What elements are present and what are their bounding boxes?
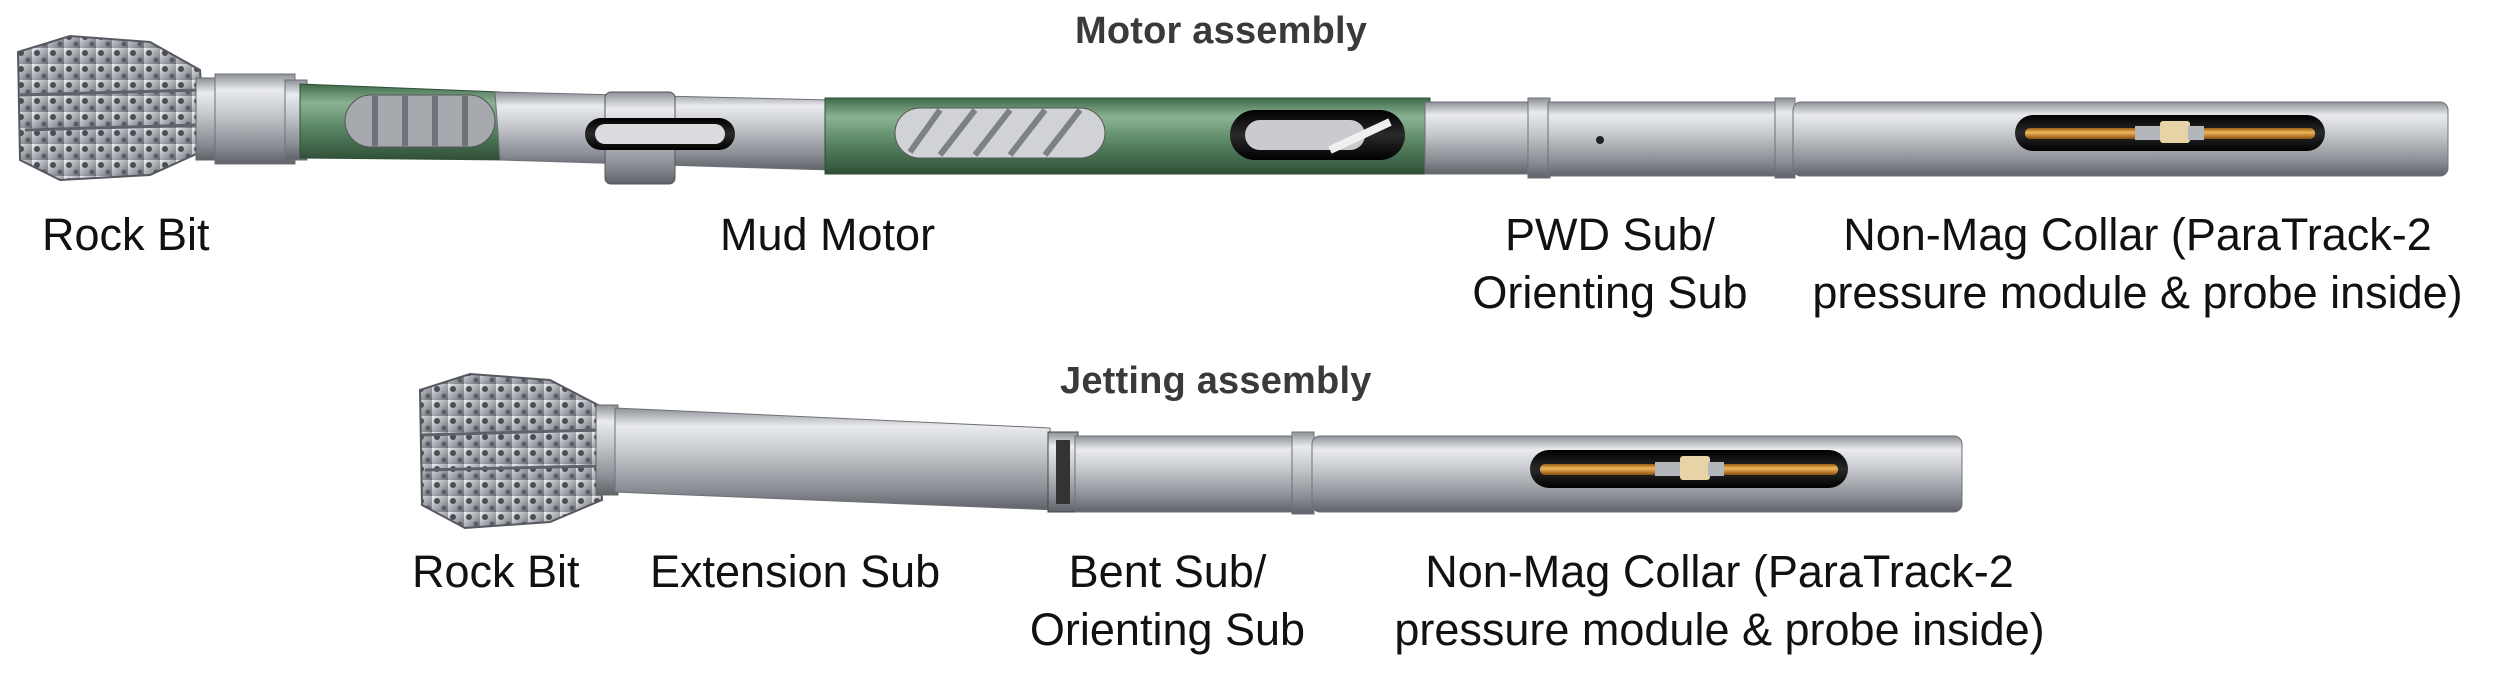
jetting-non-mag-collar-label: Non-Mag Collar (ParaTrack-2 pressure mod…: [1362, 543, 2077, 659]
jetting-rock-bit-graphic: [418, 372, 619, 530]
jetting-rock-bit-label: Rock Bit: [412, 546, 580, 597]
pwd-sub-label-line-2: Orienting Sub: [1472, 267, 1748, 318]
pwd-sub-label-line-1: PWD Sub/: [1504, 209, 1716, 260]
motor-rock-bit-label: Rock Bit: [42, 209, 210, 260]
motor-non-mag-collar-label: Non-Mag Collar (ParaTrack-2 pressure mod…: [1780, 206, 2495, 322]
jetting-bent-sub-graphic: [1074, 435, 1296, 513]
jetting-extension-sub-graphic: [614, 407, 1056, 511]
bent-sub-label: Bent Sub/ Orienting Sub: [1005, 543, 1330, 659]
bent-sub-label-line-2: Orienting Sub: [1029, 604, 1306, 655]
jetting-non-mag-collar-label-line-1: Non-Mag Collar (ParaTrack-2: [1425, 546, 2014, 597]
jetting-assembly-drawing: [418, 372, 1963, 530]
motor-assembly-title: Motor assembly: [1075, 10, 1368, 52]
motor-rock-bit-graphic: [16, 34, 221, 182]
motor-non-mag-collar-label-line-2: pressure module & probe inside): [1812, 267, 2463, 318]
motor-non-mag-collar-label-line-1: Non-Mag Collar (ParaTrack-2: [1843, 209, 2432, 260]
jetting-assembly-title: Jetting assembly: [1060, 360, 1372, 402]
motor-pwd-sub-graphic: [1547, 101, 1779, 177]
extension-sub-label: Extension Sub: [650, 546, 941, 597]
motor-bit-sub-graphic: [214, 73, 296, 165]
motor-assembly-drawing: [16, 34, 2449, 185]
pwd-sub-label: PWD Sub/ Orienting Sub: [1452, 206, 1768, 322]
bent-sub-label-line-1: Bent Sub/: [1068, 546, 1267, 597]
jetting-non-mag-collar-label-line-2: pressure module & probe inside): [1394, 604, 2045, 655]
mud-motor-label: Mud Motor: [720, 209, 936, 260]
